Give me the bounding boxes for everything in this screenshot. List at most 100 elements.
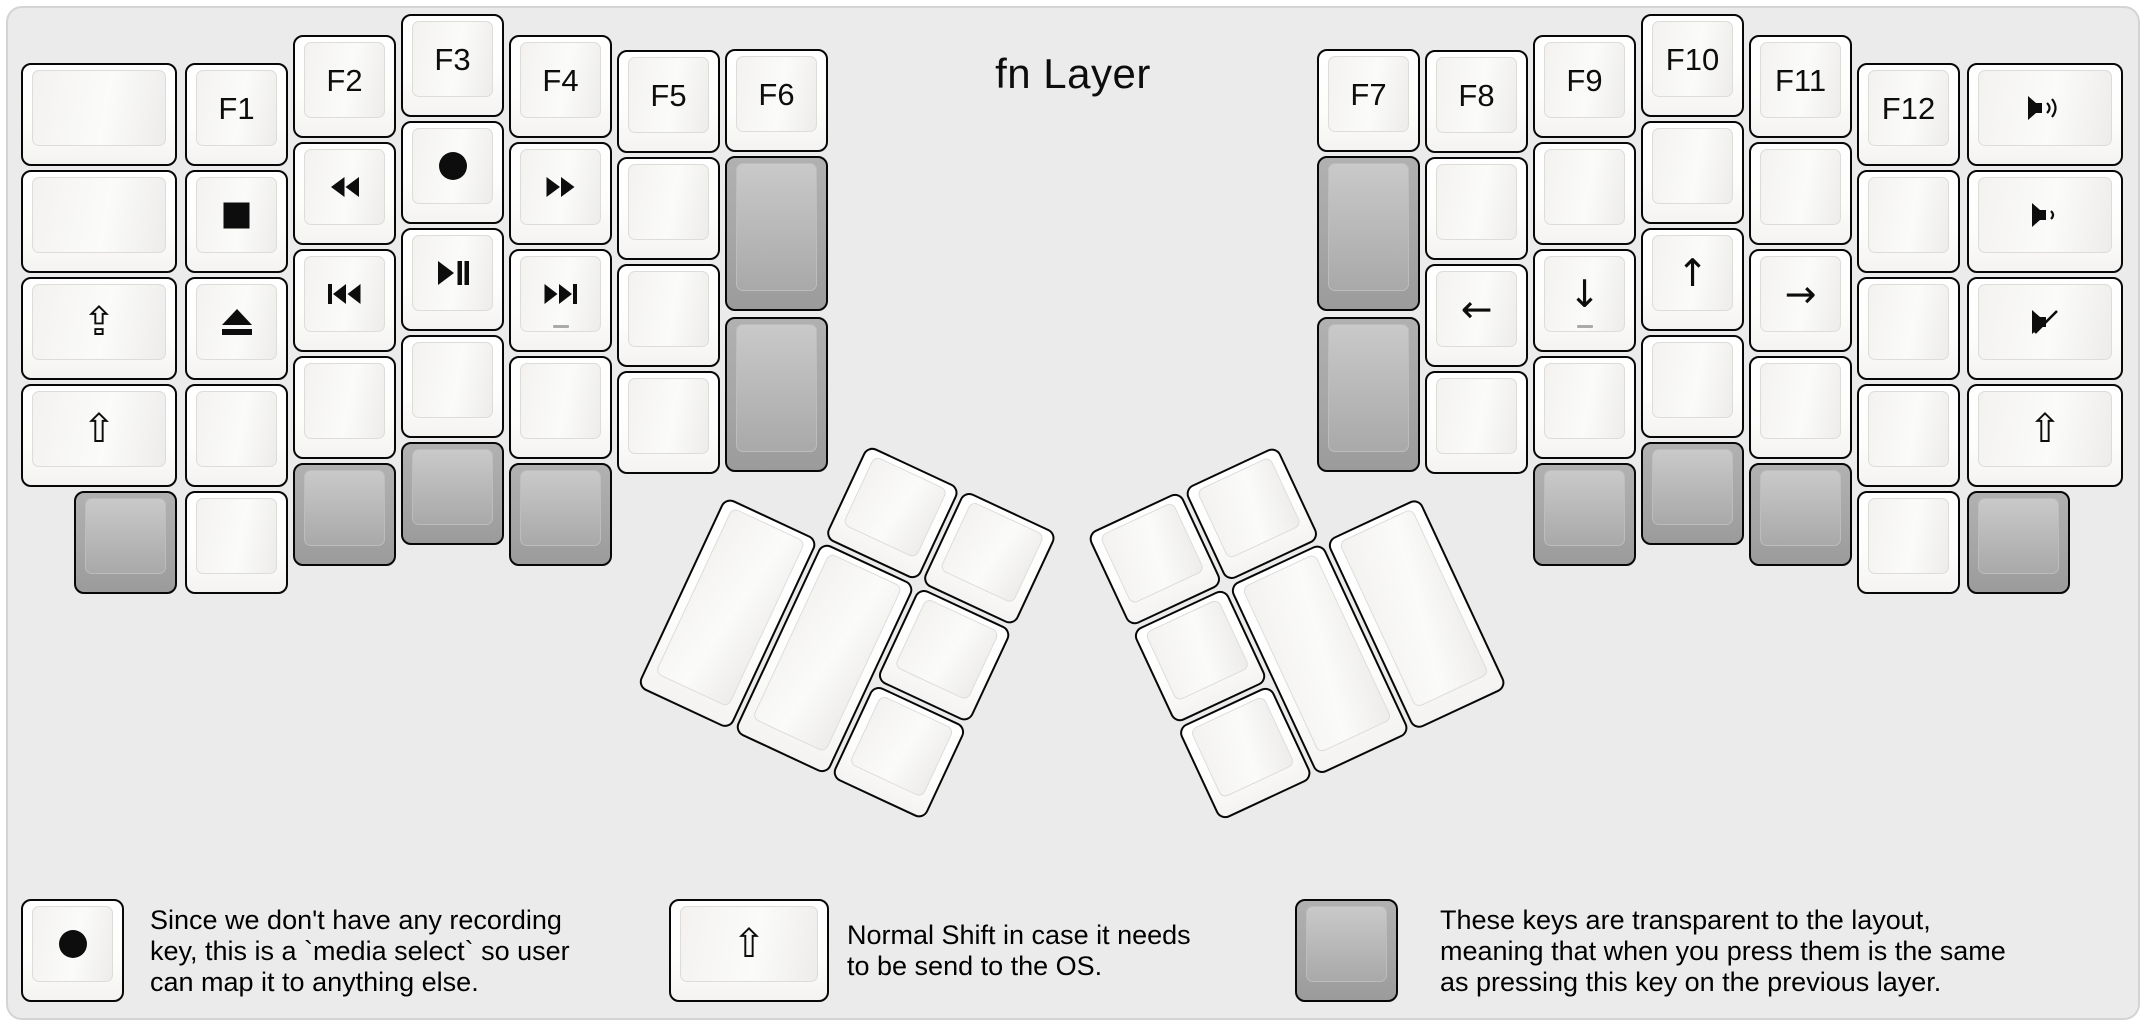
rewind-icon bbox=[328, 175, 362, 199]
key-blank[interactable] bbox=[185, 491, 288, 594]
keytop: F10 bbox=[1652, 21, 1733, 97]
key-arrow-up[interactable]: ↑ bbox=[1641, 228, 1744, 331]
legend-text-line: key, this is a `media select` so user bbox=[150, 936, 570, 966]
key-rewind[interactable] bbox=[293, 142, 396, 245]
key-f7[interactable]: F7 bbox=[1317, 49, 1420, 152]
key-stop[interactable] bbox=[185, 170, 288, 273]
key-arrow-right[interactable]: → bbox=[1749, 249, 1852, 352]
key-transparent[interactable] bbox=[293, 463, 396, 566]
keytop bbox=[520, 149, 601, 225]
shift-icon: ⇧ bbox=[2028, 406, 2062, 452]
key-volume-up[interactable] bbox=[1967, 63, 2123, 166]
key-f1[interactable]: F1 bbox=[185, 63, 288, 166]
keytop bbox=[196, 498, 277, 574]
key-eject[interactable] bbox=[185, 277, 288, 380]
keytop bbox=[520, 363, 601, 439]
legend-text-line: Since we don't have any recording bbox=[150, 905, 562, 935]
next-track-icon bbox=[542, 282, 579, 306]
keytop bbox=[196, 391, 277, 467]
key-transparent[interactable] bbox=[725, 317, 828, 472]
key-transparent[interactable] bbox=[725, 156, 828, 311]
key-f12[interactable]: F12 bbox=[1857, 63, 1960, 166]
key-blank[interactable] bbox=[1641, 121, 1744, 224]
key-transparent[interactable] bbox=[74, 491, 177, 594]
key-label: F1 bbox=[218, 90, 255, 126]
key-blank[interactable] bbox=[401, 335, 504, 438]
key-fast-forward[interactable] bbox=[509, 142, 612, 245]
keytop bbox=[304, 470, 385, 546]
homing-dash bbox=[552, 325, 569, 328]
key-f8[interactable]: F8 bbox=[1425, 50, 1528, 153]
key-transparent[interactable] bbox=[1533, 463, 1636, 566]
key-f5[interactable]: F5 bbox=[617, 50, 720, 153]
key-arrow-down[interactable]: ↓ bbox=[1533, 249, 1636, 352]
key-blank[interactable] bbox=[617, 264, 720, 367]
key-f3[interactable]: F3 bbox=[401, 14, 504, 117]
volume-mute-icon bbox=[2030, 308, 2060, 336]
legend-shift-icon: ⇧ bbox=[732, 921, 766, 967]
legend-key-shift: ⇧ bbox=[669, 899, 829, 1002]
key-caps-lock[interactable]: ⇪ bbox=[21, 277, 177, 380]
legend-text-3: These keys are transparent to the layout… bbox=[1440, 905, 2006, 998]
key-f10[interactable]: F10 bbox=[1641, 14, 1744, 117]
key-f9[interactable]: F9 bbox=[1533, 35, 1636, 138]
key-blank[interactable] bbox=[1857, 384, 1960, 487]
key-blank[interactable] bbox=[1533, 356, 1636, 459]
key-label: F3 bbox=[434, 41, 471, 77]
key-blank[interactable] bbox=[1425, 371, 1528, 474]
key-f6[interactable]: F6 bbox=[725, 49, 828, 152]
keytop bbox=[1544, 149, 1625, 225]
key-blank[interactable] bbox=[185, 384, 288, 487]
key-transparent[interactable] bbox=[401, 442, 504, 545]
key-blank[interactable] bbox=[509, 356, 612, 459]
keytop bbox=[1978, 177, 2112, 253]
legend-key-record bbox=[21, 899, 124, 1002]
keytop: F1 bbox=[196, 70, 277, 146]
key-transparent[interactable] bbox=[1749, 463, 1852, 566]
key-blank[interactable] bbox=[1857, 491, 1960, 594]
key-transparent[interactable] bbox=[1317, 156, 1420, 311]
key-blank[interactable] bbox=[1749, 142, 1852, 245]
key-blank[interactable] bbox=[293, 356, 396, 459]
key-label: F9 bbox=[1566, 62, 1603, 98]
key-blank[interactable] bbox=[617, 371, 720, 474]
keytop bbox=[1652, 342, 1733, 418]
key-blank[interactable] bbox=[617, 157, 720, 260]
key-volume-down[interactable] bbox=[1967, 170, 2123, 273]
key-blank[interactable] bbox=[1533, 142, 1636, 245]
key-play-pause[interactable] bbox=[401, 228, 504, 331]
key-f11[interactable]: F11 bbox=[1749, 35, 1852, 138]
key-label: F8 bbox=[1458, 77, 1495, 113]
keytop: ← bbox=[1436, 271, 1517, 347]
key-blank[interactable] bbox=[1857, 170, 1960, 273]
key-blank[interactable] bbox=[1641, 335, 1744, 438]
key-shift[interactable]: ⇧ bbox=[1967, 384, 2123, 487]
key-blank[interactable] bbox=[21, 170, 177, 273]
key-blank[interactable] bbox=[21, 63, 177, 166]
key-transparent[interactable] bbox=[1317, 317, 1420, 472]
key-label: F11 bbox=[1774, 62, 1827, 98]
key-transparent[interactable] bbox=[509, 463, 612, 566]
key-record[interactable] bbox=[401, 121, 504, 224]
key-arrow-left[interactable]: ← bbox=[1425, 264, 1528, 367]
keytop bbox=[412, 342, 493, 418]
key-blank[interactable] bbox=[1857, 277, 1960, 380]
key-transparent[interactable] bbox=[1967, 491, 2070, 594]
key-prev-track[interactable] bbox=[293, 249, 396, 352]
key-shift[interactable]: ⇧ bbox=[21, 384, 177, 487]
key-blank[interactable] bbox=[1425, 157, 1528, 260]
key-f2[interactable]: F2 bbox=[293, 35, 396, 138]
key-blank[interactable] bbox=[1749, 356, 1852, 459]
key-next-track[interactable] bbox=[509, 249, 612, 352]
keytop bbox=[1868, 498, 1949, 574]
keytop bbox=[1978, 284, 2112, 360]
key-transparent[interactable] bbox=[1641, 442, 1744, 545]
keytop bbox=[412, 449, 493, 525]
key-f4[interactable]: F4 bbox=[509, 35, 612, 138]
keytop: → bbox=[1760, 256, 1841, 332]
keytop bbox=[520, 470, 601, 546]
keytop bbox=[1868, 284, 1949, 360]
key-volume-mute[interactable] bbox=[1967, 277, 2123, 380]
